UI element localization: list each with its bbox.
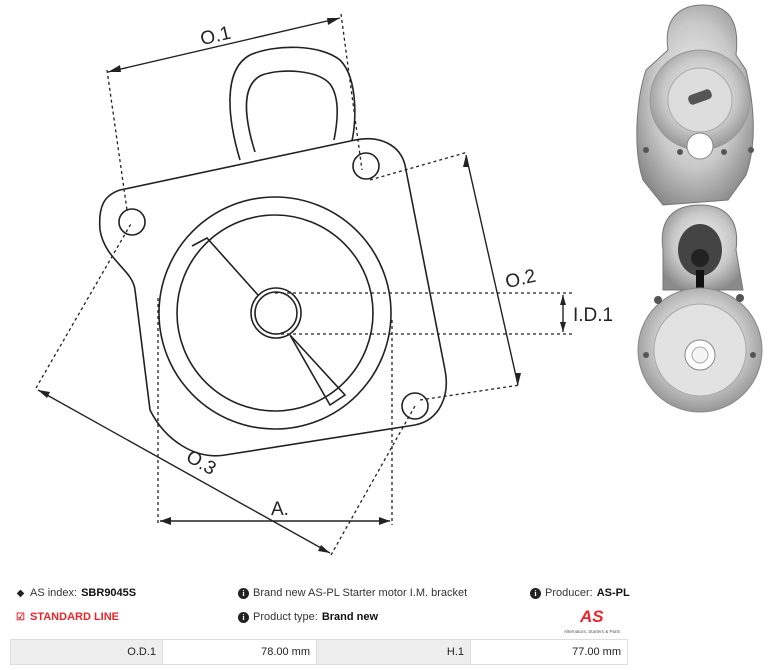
as-index-label: AS index: (30, 587, 78, 599)
standard-line-label: STANDARD LINE (30, 611, 120, 623)
inner-flange (176, 214, 374, 412)
standard-line-row: ☑ STANDARD LINE (15, 611, 119, 623)
as-index-value: SBR9045S (81, 587, 137, 599)
description-text: Brand new AS-PL Starter motor I.M. brack… (253, 587, 468, 599)
product-type-row: i Product type: Brand new (238, 611, 378, 623)
bushing-inner (254, 291, 298, 335)
product-info: ◆ AS index: SBR9045S ☑ STANDARD LINE i B… (0, 580, 769, 670)
spec-value-h1: 77.00 mm (471, 640, 627, 664)
info-icon: i (530, 587, 541, 599)
bushing-outer (250, 287, 302, 339)
as-pl-logo: AS Alternators, Starters & Parts (564, 607, 621, 634)
tag-icon: ◆ (16, 587, 25, 599)
producer-row: i Producer: AS-PL (530, 587, 630, 599)
spec-value-od1: 78.00 mm (163, 640, 317, 664)
label-od3: O.3 (182, 446, 219, 479)
spec-table: O.D.1 78.00 mm H.1 77.00 mm (10, 639, 628, 665)
mount-hole-top (352, 152, 380, 180)
spec-name-h1: H.1 (317, 640, 471, 664)
product-type-value: Brand new (321, 611, 379, 623)
info-icon: i (238, 611, 249, 623)
photo-front-view (636, 4, 754, 206)
slot-lines (191, 236, 347, 407)
product-type-label: Product type: (253, 611, 318, 623)
label-od1: O.1 (198, 23, 233, 50)
top-ear-inner (245, 70, 339, 153)
bracket-outline (98, 138, 447, 457)
photo-rear-view (637, 204, 763, 413)
info-icon: i (238, 587, 249, 599)
outer-flange (158, 196, 392, 430)
label-id1: I.D.1 (573, 305, 613, 326)
svg-text:AS: AS (579, 607, 604, 626)
checkbox-icon: ☑ (16, 611, 25, 623)
label-a: A. (271, 499, 289, 520)
mount-hole-left (118, 208, 146, 236)
top-ear-outline (229, 46, 356, 161)
description-row: i Brand new AS-PL Starter motor I.M. bra… (238, 587, 467, 599)
spec-name-od1: O.D.1 (11, 640, 163, 664)
as-index-row: ◆ AS index: SBR9045S (15, 587, 137, 599)
label-od2: O.2 (503, 266, 538, 293)
producer-value: AS-PL (596, 587, 630, 599)
producer-label: Producer: (545, 587, 593, 599)
product-photo (636, 4, 763, 413)
technical-drawing: O.1 O.2 I.D.1 A. O.3 (35, 13, 613, 556)
mount-hole-bottom (401, 392, 429, 420)
svg-text:Alternators, Starters & Parts: Alternators, Starters & Parts (564, 629, 621, 634)
